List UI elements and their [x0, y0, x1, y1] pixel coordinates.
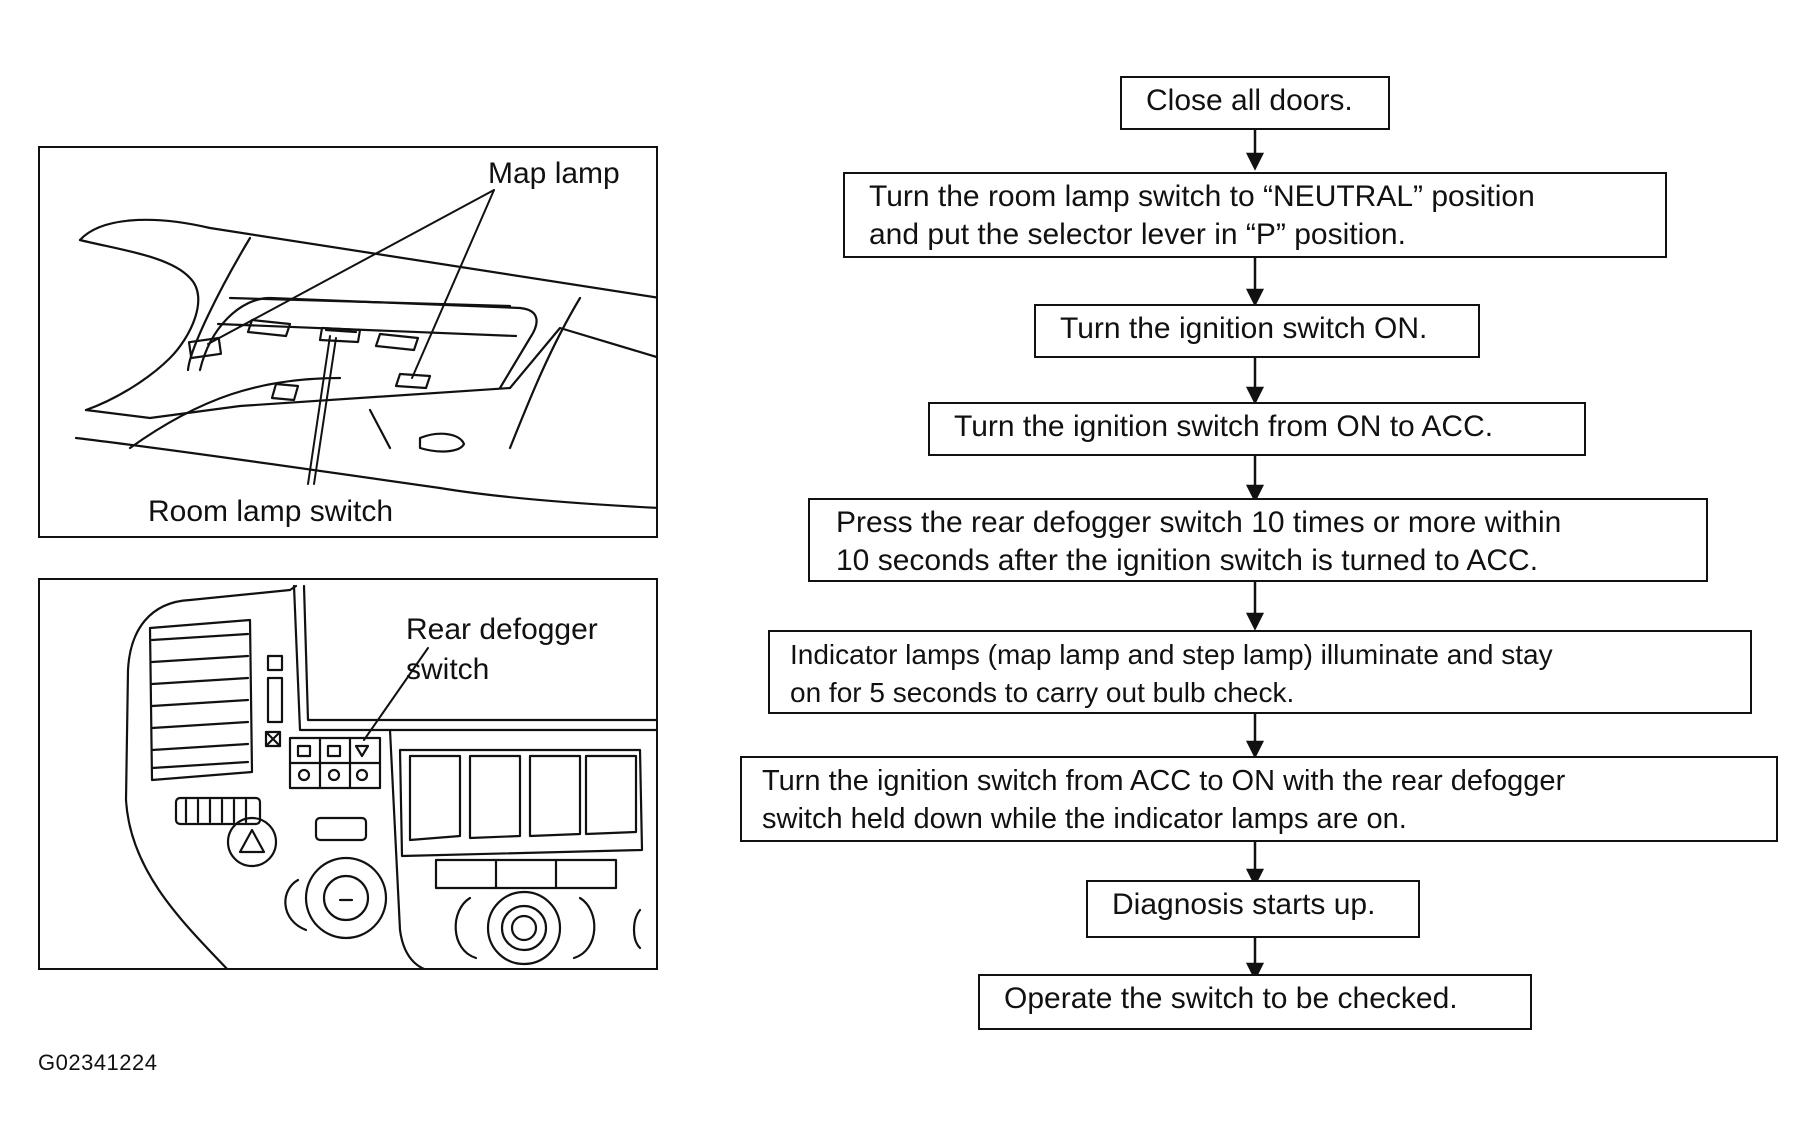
step-3-line-1: Turn the ignition switch ON. [1060, 312, 1428, 345]
arrowhead-4 [1245, 484, 1265, 503]
step-5-line-1: Press the rear defogger switch 10 times … [836, 506, 1562, 539]
flow-step-4: Turn the ignition switch from ON to ACC. [928, 402, 1586, 456]
overhead-console-illustration: Map lamp Room lamp switch [38, 146, 658, 538]
step-7-line-2: switch held down while the indicator lam… [762, 803, 1407, 835]
flow-step-2: Turn the room lamp switch to “NEUTRAL” p… [843, 172, 1667, 258]
step-5-line-2: 10 seconds after the ignition switch is … [836, 544, 1539, 577]
step-8-line-1: Diagnosis starts up. [1112, 888, 1376, 921]
rear-defogger-label-line2: switch [406, 653, 490, 686]
step-6-line-1: Indicator lamps (map lamp and step lamp)… [790, 639, 1553, 670]
overhead-console-drawing [74, 189, 656, 509]
flow-step-7: Turn the ignition switch from ACC to ON … [740, 756, 1778, 842]
instrument-panel-drawing [124, 584, 656, 968]
flow-step-5: Press the rear defogger switch 10 times … [808, 498, 1708, 582]
step-1-line-1: Close all doors. [1146, 84, 1353, 117]
flow-step-3: Turn the ignition switch ON. [1034, 304, 1480, 358]
rear-defogger-switch-label: Rear defogger switch [406, 610, 598, 690]
arrowhead-5 [1245, 612, 1265, 631]
room-lamp-switch-label: Room lamp switch [148, 495, 394, 528]
step-9-line-1: Operate the switch to be checked. [1004, 982, 1458, 1015]
step-2-line-2: and put the selector lever in “P” positi… [869, 218, 1406, 251]
flow-step-9: Operate the switch to be checked. [978, 974, 1532, 1030]
arrowhead-8 [1245, 962, 1265, 981]
flow-step-8: Diagnosis starts up. [1086, 880, 1420, 938]
rear-defogger-label-line1: Rear defogger [406, 613, 598, 646]
arrowhead-6 [1245, 740, 1265, 759]
figure-id: G02341224 [38, 1050, 158, 1075]
arrowhead-3 [1245, 386, 1265, 405]
flow-step-1: Close all doors. [1120, 76, 1390, 130]
map-lamp-label: Map lamp [488, 157, 620, 190]
arrowhead-1 [1245, 152, 1265, 171]
flow-step-6: Indicator lamps (map lamp and step lamp)… [768, 630, 1752, 714]
instrument-panel-illustration: Rear defogger switch [38, 578, 658, 970]
step-2-line-1: Turn the room lamp switch to “NEUTRAL” p… [869, 180, 1535, 213]
step-4-line-1: Turn the ignition switch from ON to ACC. [954, 410, 1494, 443]
step-6-line-2: on for 5 seconds to carry out bulb check… [790, 677, 1295, 708]
arrowhead-7 [1245, 868, 1265, 887]
step-7-line-1: Turn the ignition switch from ACC to ON … [762, 765, 1566, 797]
arrowhead-2 [1245, 288, 1265, 307]
